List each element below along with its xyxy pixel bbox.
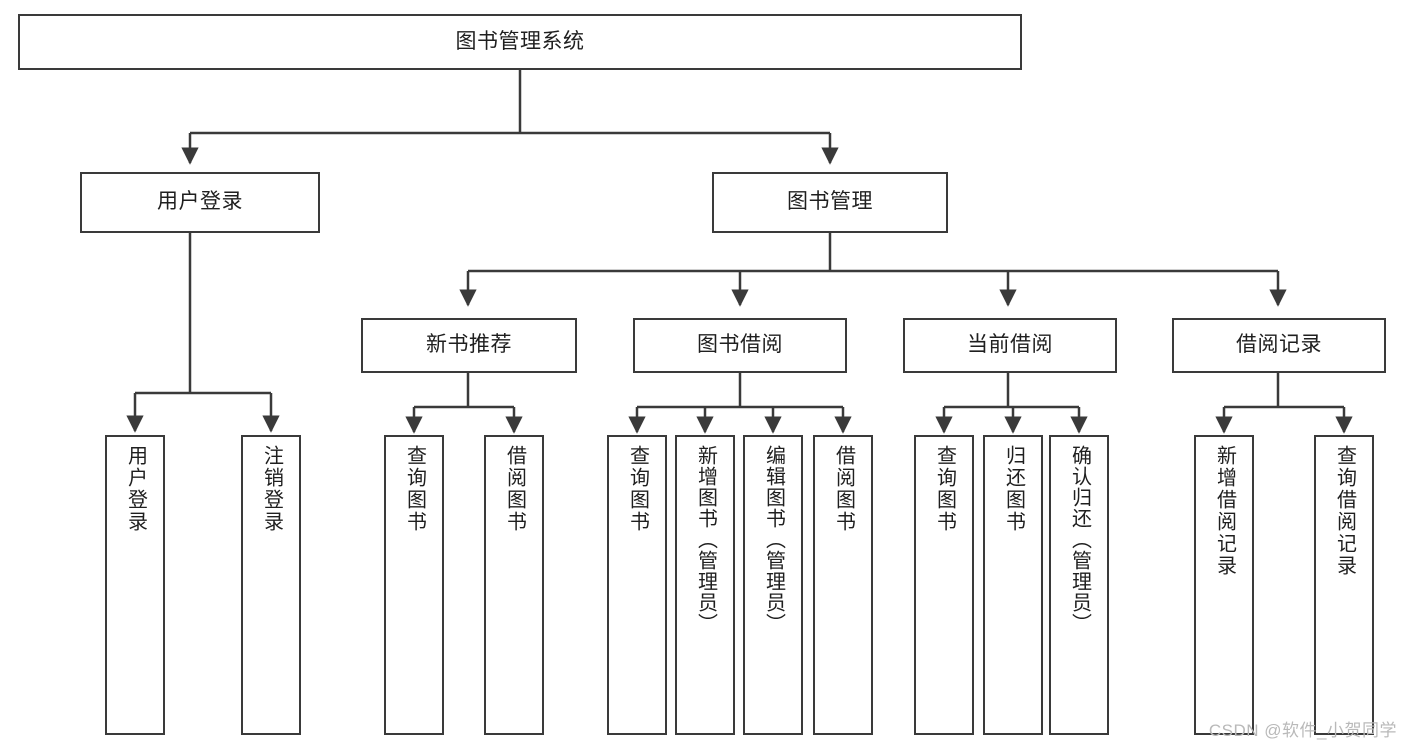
node-root[interactable]: 图书管理系统 (18, 14, 1022, 70)
leaf-record-query-record-label: 查询借阅记录 (1333, 445, 1356, 577)
leaf-record-add-record[interactable]: 新增借阅记录 (1194, 435, 1254, 735)
leaf-borrow-borrow-book[interactable]: 借阅图书 (813, 435, 873, 735)
node-user-login[interactable]: 用户登录 (80, 172, 320, 233)
leaf-recommend-query-book-label: 查询图书 (403, 445, 426, 533)
leaf-record-add-record-label: 新增借阅记录 (1213, 445, 1236, 577)
leaf-user-login[interactable]: 用户登录 (105, 435, 165, 735)
leaf-current-confirm-return[interactable]: 确认归还（管理员） (1049, 435, 1109, 735)
leaf-current-query-book-label: 查询图书 (933, 445, 956, 533)
leaf-logout-login-label: 注销登录 (260, 445, 283, 533)
node-book-management[interactable]: 图书管理 (712, 172, 948, 233)
node-new-book-recommend-label: 新书推荐 (426, 333, 512, 357)
node-root-label: 图书管理系统 (455, 29, 585, 53)
leaf-recommend-borrow-book-label: 借阅图书 (503, 445, 526, 533)
node-borrow-record[interactable]: 借阅记录 (1172, 318, 1386, 373)
leaf-current-return-book[interactable]: 归还图书 (983, 435, 1043, 735)
node-user-login-label: 用户登录 (157, 190, 243, 214)
node-book-borrow[interactable]: 图书借阅 (633, 318, 847, 373)
leaf-recommend-borrow-book[interactable]: 借阅图书 (484, 435, 544, 735)
leaf-borrow-query-book[interactable]: 查询图书 (607, 435, 667, 735)
leaf-borrow-edit-book[interactable]: 编辑图书（管理员） (743, 435, 803, 735)
leaf-logout-login[interactable]: 注销登录 (241, 435, 301, 735)
leaf-borrow-edit-book-label: 编辑图书（管理员） (762, 445, 785, 634)
leaf-borrow-add-book-label: 新增图书（管理员） (694, 445, 717, 634)
leaf-recommend-query-book[interactable]: 查询图书 (384, 435, 444, 735)
leaf-borrow-borrow-book-label: 借阅图书 (832, 445, 855, 533)
node-borrow-record-label: 借阅记录 (1236, 333, 1322, 357)
leaf-borrow-add-book[interactable]: 新增图书（管理员） (675, 435, 735, 735)
leaf-current-return-book-label: 归还图书 (1002, 445, 1025, 533)
node-book-borrow-label: 图书借阅 (697, 333, 783, 357)
node-current-borrow-label: 当前借阅 (967, 333, 1053, 357)
node-new-book-recommend[interactable]: 新书推荐 (361, 318, 577, 373)
leaf-current-confirm-return-label: 确认归还（管理员） (1068, 445, 1091, 634)
leaf-current-query-book[interactable]: 查询图书 (914, 435, 974, 735)
leaf-user-login-label: 用户登录 (124, 445, 147, 533)
node-current-borrow[interactable]: 当前借阅 (903, 318, 1117, 373)
leaf-record-query-record[interactable]: 查询借阅记录 (1314, 435, 1374, 735)
leaf-borrow-query-book-label: 查询图书 (626, 445, 649, 533)
node-book-management-label: 图书管理 (787, 190, 873, 214)
